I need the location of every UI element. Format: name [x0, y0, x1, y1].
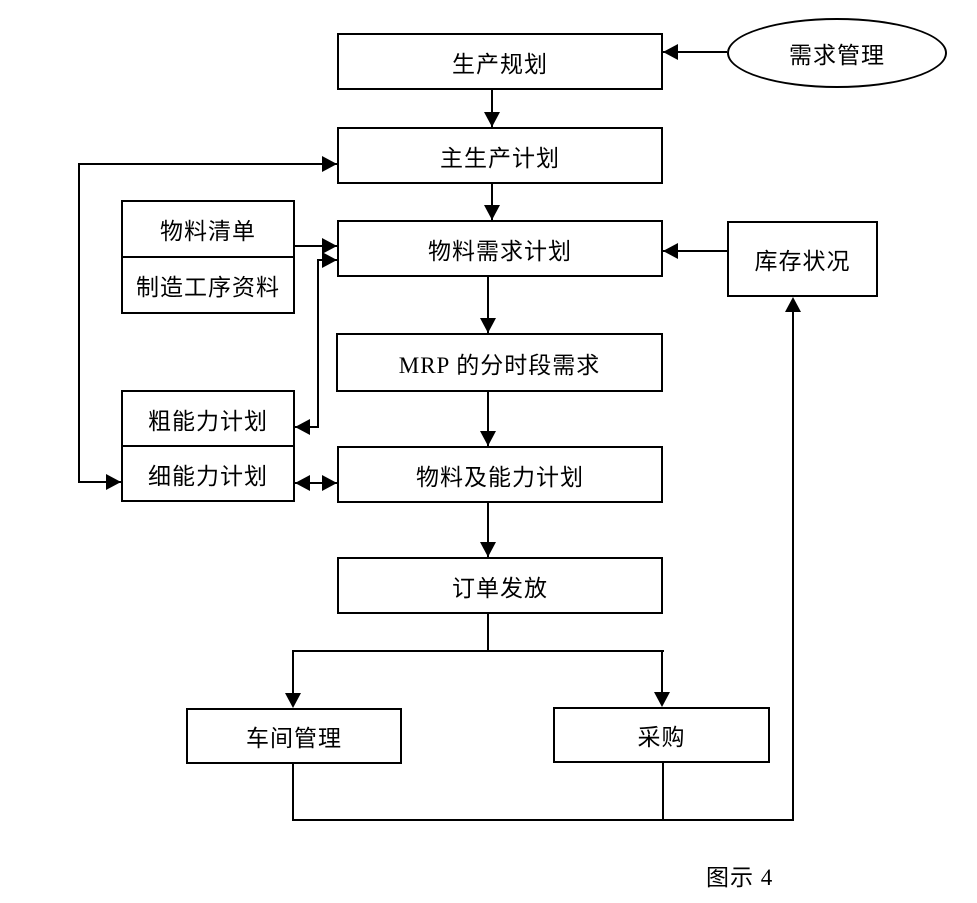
node-label: 制造工序资料 [136, 275, 280, 300]
edge-mcp-to-order-line [487, 503, 489, 557]
node-label: 物料清单 [160, 219, 256, 244]
edge-production-to-mps-line [491, 90, 493, 127]
node-bom-group: 物料清单 制造工序资料 [121, 200, 295, 314]
edge-timephased-to-mcp-line [487, 392, 489, 446]
node-bill-of-materials: 物料清单 [123, 202, 293, 258]
node-material-requirements-planning: 物料需求计划 [337, 220, 663, 277]
node-label: 细能力计划 [148, 463, 268, 489]
edge-mps-dcp-line [78, 163, 80, 483]
node-label: 生产规划 [452, 51, 548, 77]
node-detailed-capacity-planning: 细能力计划 [123, 447, 293, 500]
node-label: 粗能力计划 [148, 408, 268, 434]
node-label: 采购 [637, 725, 686, 750]
arrowhead-down-icon [480, 431, 496, 446]
edge-mps-dcp-line [78, 481, 121, 483]
node-production-planning: 生产规划 [337, 33, 663, 90]
edge-order-split-line [292, 650, 664, 652]
node-shop-floor-management: 车间管理 [186, 708, 402, 764]
arrowhead-down-icon [480, 542, 496, 557]
arrowhead-right-icon [322, 252, 337, 268]
edge-collector-line [292, 819, 794, 821]
edge-mps-to-mrp-line [491, 183, 493, 220]
node-label: 库存状况 [754, 249, 851, 274]
edge-inventory-to-mrp-line [663, 250, 727, 252]
node-inventory-status: 库存状况 [727, 221, 878, 297]
node-label: MRP 的分时段需求 [398, 352, 601, 378]
node-rough-cut-capacity-planning: 粗能力计划 [123, 392, 293, 447]
node-label: 订单发放 [452, 575, 548, 601]
edge-rccp-mrp-line [317, 259, 319, 428]
node-manufacturing-process-data: 制造工序资料 [123, 258, 293, 312]
node-label: 物料及能力计划 [416, 464, 584, 490]
arrowhead-right-icon [322, 475, 337, 491]
arrowhead-down-icon [654, 692, 670, 707]
figure-caption: 图示 4 [706, 865, 774, 890]
node-label: 物料需求计划 [428, 238, 572, 264]
node-material-and-capacity-planning: 物料及能力计划 [337, 446, 663, 503]
edge-shopfloor-to-inventory-line [292, 764, 294, 821]
node-order-release: 订单发放 [337, 557, 663, 614]
node-purchasing: 采购 [553, 707, 770, 763]
arrowhead-left-icon [295, 475, 310, 491]
arrowhead-right-icon [106, 474, 121, 490]
node-label: 需求管理 [789, 43, 885, 68]
arrowhead-up-icon [785, 297, 801, 312]
edge-mps-dcp-line [78, 163, 337, 165]
arrowhead-left-icon [663, 243, 678, 259]
node-label: 车间管理 [246, 726, 342, 751]
arrowhead-right-icon [322, 238, 337, 254]
edge-purchasing-to-inventory-line [662, 763, 664, 821]
node-demand-management: 需求管理 [727, 18, 947, 88]
edge-collector-line [792, 300, 794, 821]
arrowhead-left-icon [295, 419, 310, 435]
edge-order-to-shopfloor-line [292, 650, 294, 695]
edge-mrp-to-timephased-line [487, 277, 489, 333]
arrowhead-down-icon [484, 205, 500, 220]
edge-demand-to-production-line [663, 51, 727, 53]
arrowhead-down-icon [480, 318, 496, 333]
node-capacity-group: 粗能力计划 细能力计划 [121, 390, 295, 502]
edge-dcp-mcp-line [295, 482, 337, 484]
arrowhead-down-icon [484, 112, 500, 127]
arrowhead-left-icon [663, 44, 678, 60]
arrowhead-right-icon [322, 156, 337, 172]
edge-order-split-line [487, 614, 489, 652]
node-label: 主生产计划 [440, 145, 560, 171]
edge-order-to-purchasing-line [661, 650, 663, 694]
node-master-production-schedule: 主生产计划 [337, 127, 663, 184]
arrowhead-down-icon [285, 693, 301, 708]
node-mrp-time-phased-requirements: MRP 的分时段需求 [336, 333, 663, 392]
edge-bom-to-mrp-line [295, 245, 337, 247]
